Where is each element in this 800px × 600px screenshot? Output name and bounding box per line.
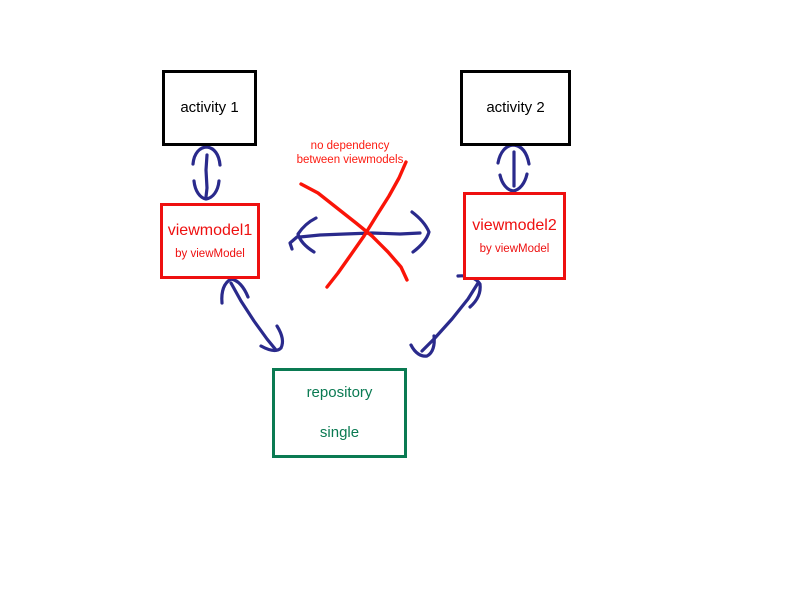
forbidden-cross-icon <box>299 160 409 289</box>
no-dependency-annotation: no dependency between viewmodels <box>286 139 414 168</box>
node-viewmodel-1[interactable]: viewmodel1 by viewModel <box>160 203 260 279</box>
no-dependency-line-1: no dependency <box>310 140 390 152</box>
repository-title: repository <box>306 384 373 401</box>
viewmodel-2-title: viewmodel2 <box>472 216 557 234</box>
node-viewmodel-2[interactable]: viewmodel2 by viewModel <box>463 192 566 280</box>
connector-activity1-viewmodel1 <box>191 145 222 201</box>
activity-1-title: activity 1 <box>180 99 239 116</box>
node-activity-2[interactable]: activity 2 <box>460 70 571 146</box>
viewmodel-1-subtitle: by viewModel <box>175 247 245 260</box>
viewmodel-1-title: viewmodel1 <box>167 221 253 239</box>
connector-viewmodel1-viewmodel2 <box>288 210 431 254</box>
connector-viewmodel2-repository <box>409 274 482 358</box>
node-repository[interactable]: repository single <box>272 368 407 458</box>
repository-subtitle: single <box>319 424 360 441</box>
connector-activity2-viewmodel2 <box>496 143 531 193</box>
activity-2-title: activity 2 <box>486 99 545 116</box>
connector-viewmodel1-repository <box>220 277 284 353</box>
node-activity-1[interactable]: activity 1 <box>162 70 257 146</box>
viewmodel-2-subtitle: by viewModel <box>479 242 550 255</box>
no-dependency-line-2: between viewmodels <box>296 154 404 167</box>
